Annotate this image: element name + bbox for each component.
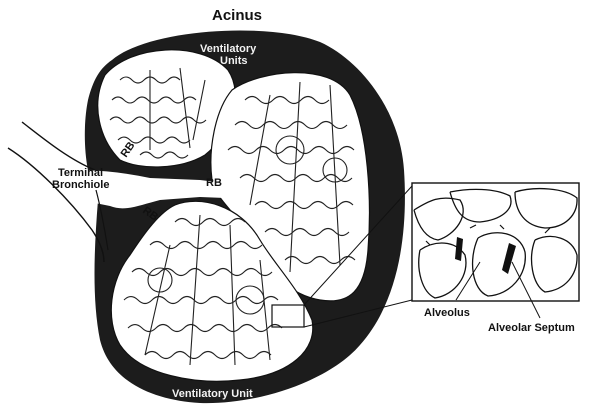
alveolar-septum-label: Alveolar Septum xyxy=(488,322,575,334)
terminal-bronchiole-label-line2: Bronchiole xyxy=(52,179,109,191)
alveoli-inset xyxy=(412,183,579,301)
rb-label-center: RB xyxy=(206,177,222,189)
ventilatory-units-label-line2: Units xyxy=(220,55,248,67)
terminal-bronchiole-wall-top xyxy=(22,122,95,170)
terminal-bronchiole-label-line1: Terminal xyxy=(58,167,103,179)
acinus-title: Acinus xyxy=(212,7,262,24)
ventilatory-unit-label-bottom: Ventilatory Unit xyxy=(172,388,253,400)
ventilatory-units-label-line1: Ventilatory xyxy=(200,43,257,55)
alveolus-label: Alveolus xyxy=(424,307,470,319)
